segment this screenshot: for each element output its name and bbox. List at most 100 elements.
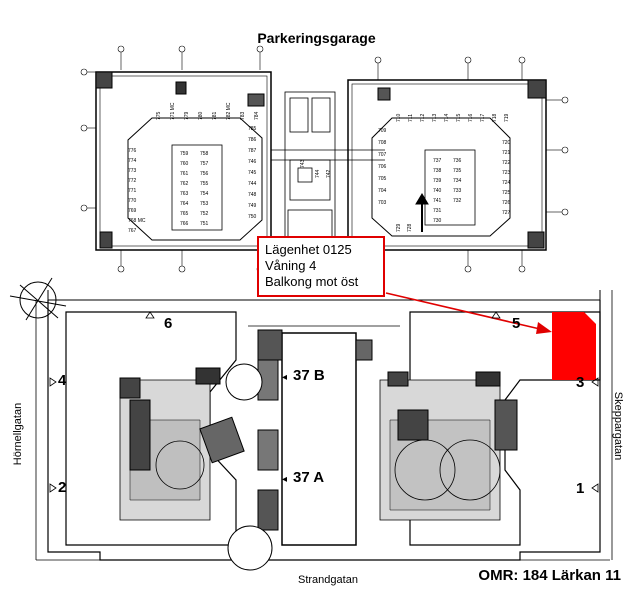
garage-spot-label: 759 — [180, 151, 189, 157]
block-center — [225, 325, 400, 571]
garage-spot-label: 708 — [378, 140, 387, 146]
garage-spot-label: 716 — [468, 113, 474, 122]
garage-spot-label: 704 — [378, 188, 387, 194]
garage-spot-label: 771 MC — [170, 102, 176, 120]
callout-connector — [385, 292, 541, 330]
garage-spot-label: 746 — [248, 159, 257, 165]
garage-spot-label: 739 — [433, 178, 442, 184]
garage-spot-label: 766 — [180, 221, 189, 227]
garage-spot-label: 744 — [315, 169, 321, 178]
garage-spot-label: 738 — [433, 168, 442, 174]
north-arrow — [9, 277, 67, 321]
garage-spot-label: 757 — [200, 161, 209, 167]
garage-spot-label: 736 — [453, 158, 462, 164]
street-south: Strandgatan — [298, 574, 358, 586]
garage-spot-label: 752 — [200, 211, 209, 217]
area-label: OMR: 184 Lärkan 11 — [478, 567, 621, 584]
garage-spot-label: 750 — [248, 214, 257, 220]
garage-spot-label: 782 MC — [226, 102, 232, 120]
garage-spot-label: 732 — [453, 198, 462, 204]
entrance-5: 5 — [512, 315, 521, 332]
garage-spot-label: 754 — [200, 191, 209, 197]
garage-spot-label: 730 — [433, 218, 442, 224]
garage-spot-label: 737 — [433, 158, 442, 164]
garage-middle — [271, 91, 385, 243]
garage-spot-label: 776 — [128, 148, 137, 154]
garage-spot-label: 707 — [378, 152, 387, 158]
block-east — [379, 311, 601, 546]
garage-right-block — [347, 79, 547, 251]
garage-spot-label: 740 — [433, 188, 442, 194]
garage-spot-label: 705 — [378, 176, 387, 182]
entrance-3: 3 — [576, 374, 585, 391]
property-outline — [35, 290, 613, 561]
page-title: Parkeringsgarage — [257, 30, 376, 46]
garage-spot-label: 709 — [378, 128, 387, 134]
garage-spot-label: 784 — [254, 111, 260, 120]
callout-line-apartment: Lägenhet 0125 — [265, 242, 352, 257]
garage-spot-label: 729 — [396, 223, 402, 232]
apartment-callout: Lägenhet 0125 Våning 4 Balkong mot öst — [257, 236, 385, 297]
building-37a-marker: ◂ — [282, 474, 288, 485]
garage-spot-label: 765 — [180, 211, 189, 217]
garage-spot-label: 734 — [453, 178, 462, 184]
garage-spot-label: 724 — [502, 180, 511, 186]
garage-spot-label: 728 — [407, 223, 413, 232]
garage-spot-label: 744 — [248, 181, 257, 187]
entrance-markers — [49, 311, 599, 493]
entrance-6: 6 — [164, 315, 173, 332]
highlighted-apartment — [552, 312, 596, 380]
garage-spot-label: 712 — [420, 113, 426, 122]
garage-spot-label: 717 — [480, 113, 486, 122]
garage-spot-label: 760 — [180, 161, 189, 167]
garage-spot-label: 720 — [502, 140, 511, 146]
garage-spot-label: 779 — [184, 111, 190, 120]
garage-spot-label: 706 — [378, 164, 387, 170]
garage-spot-label: 745 — [248, 170, 257, 176]
garage-spot-label: 787 — [248, 148, 257, 154]
callout-line-floor: Våning 4 — [265, 258, 317, 273]
garage-spot-label: 711 — [408, 114, 414, 122]
garage-spot-label: 718 — [492, 113, 498, 122]
garage-spot-label: 751 — [200, 221, 209, 227]
garage-spot-label: 763 — [180, 191, 189, 197]
garage-spot-label: 756 — [200, 171, 209, 177]
garage-spot-label: 725 — [502, 190, 511, 196]
garage-spot-label: 722 — [502, 160, 511, 166]
garage-spot-label: 786 — [248, 137, 257, 143]
callout-line-balcony: Balkong mot öst — [265, 274, 359, 289]
garage-spot-label: 758 — [200, 151, 209, 157]
garage-spot-label: 768 MC — [128, 218, 146, 224]
garage-spot-label: 743 — [300, 159, 306, 168]
garage-spot-label: 715 — [456, 113, 462, 122]
garage-spot-label: 775 — [156, 111, 162, 120]
grid-markers-left — [80, 45, 264, 273]
garage-spot-label: 721 — [502, 150, 511, 156]
garage-spot-label: 710 — [396, 113, 402, 122]
garage-spot-label: 726 — [502, 200, 511, 206]
garage-spot-label: 719 — [504, 113, 510, 122]
garage-spot-label: 767 — [128, 228, 137, 234]
garage-spot-label: 731 — [433, 208, 442, 214]
garage-spot-label: 769 — [128, 208, 137, 214]
garage-spot-label: 783 — [240, 111, 246, 120]
garage-spot-label: 772 — [128, 178, 137, 184]
garage-spot-label: 748 — [248, 192, 257, 198]
garage-spot-label: 741 — [433, 198, 442, 204]
garage-left-block — [95, 71, 272, 251]
building-37a-label: 37 A — [293, 469, 325, 486]
garage-spot-label: 771 — [128, 188, 137, 194]
garage-spot-label: 703 — [378, 200, 387, 206]
garage-spot-label: 781 — [212, 111, 218, 120]
garage-spot-label: 780 — [198, 111, 204, 120]
garage-spot-label: 770 — [128, 198, 137, 204]
block-west — [65, 311, 245, 546]
garage-spot-label: 773 — [128, 168, 137, 174]
entrance-1: 1 — [576, 480, 585, 497]
entrance-2: 2 — [58, 479, 67, 496]
building-37b-marker: ◂ — [282, 372, 288, 383]
garage-spot-label: 749 — [248, 203, 257, 209]
garage-spot-label: 774 — [128, 158, 137, 164]
